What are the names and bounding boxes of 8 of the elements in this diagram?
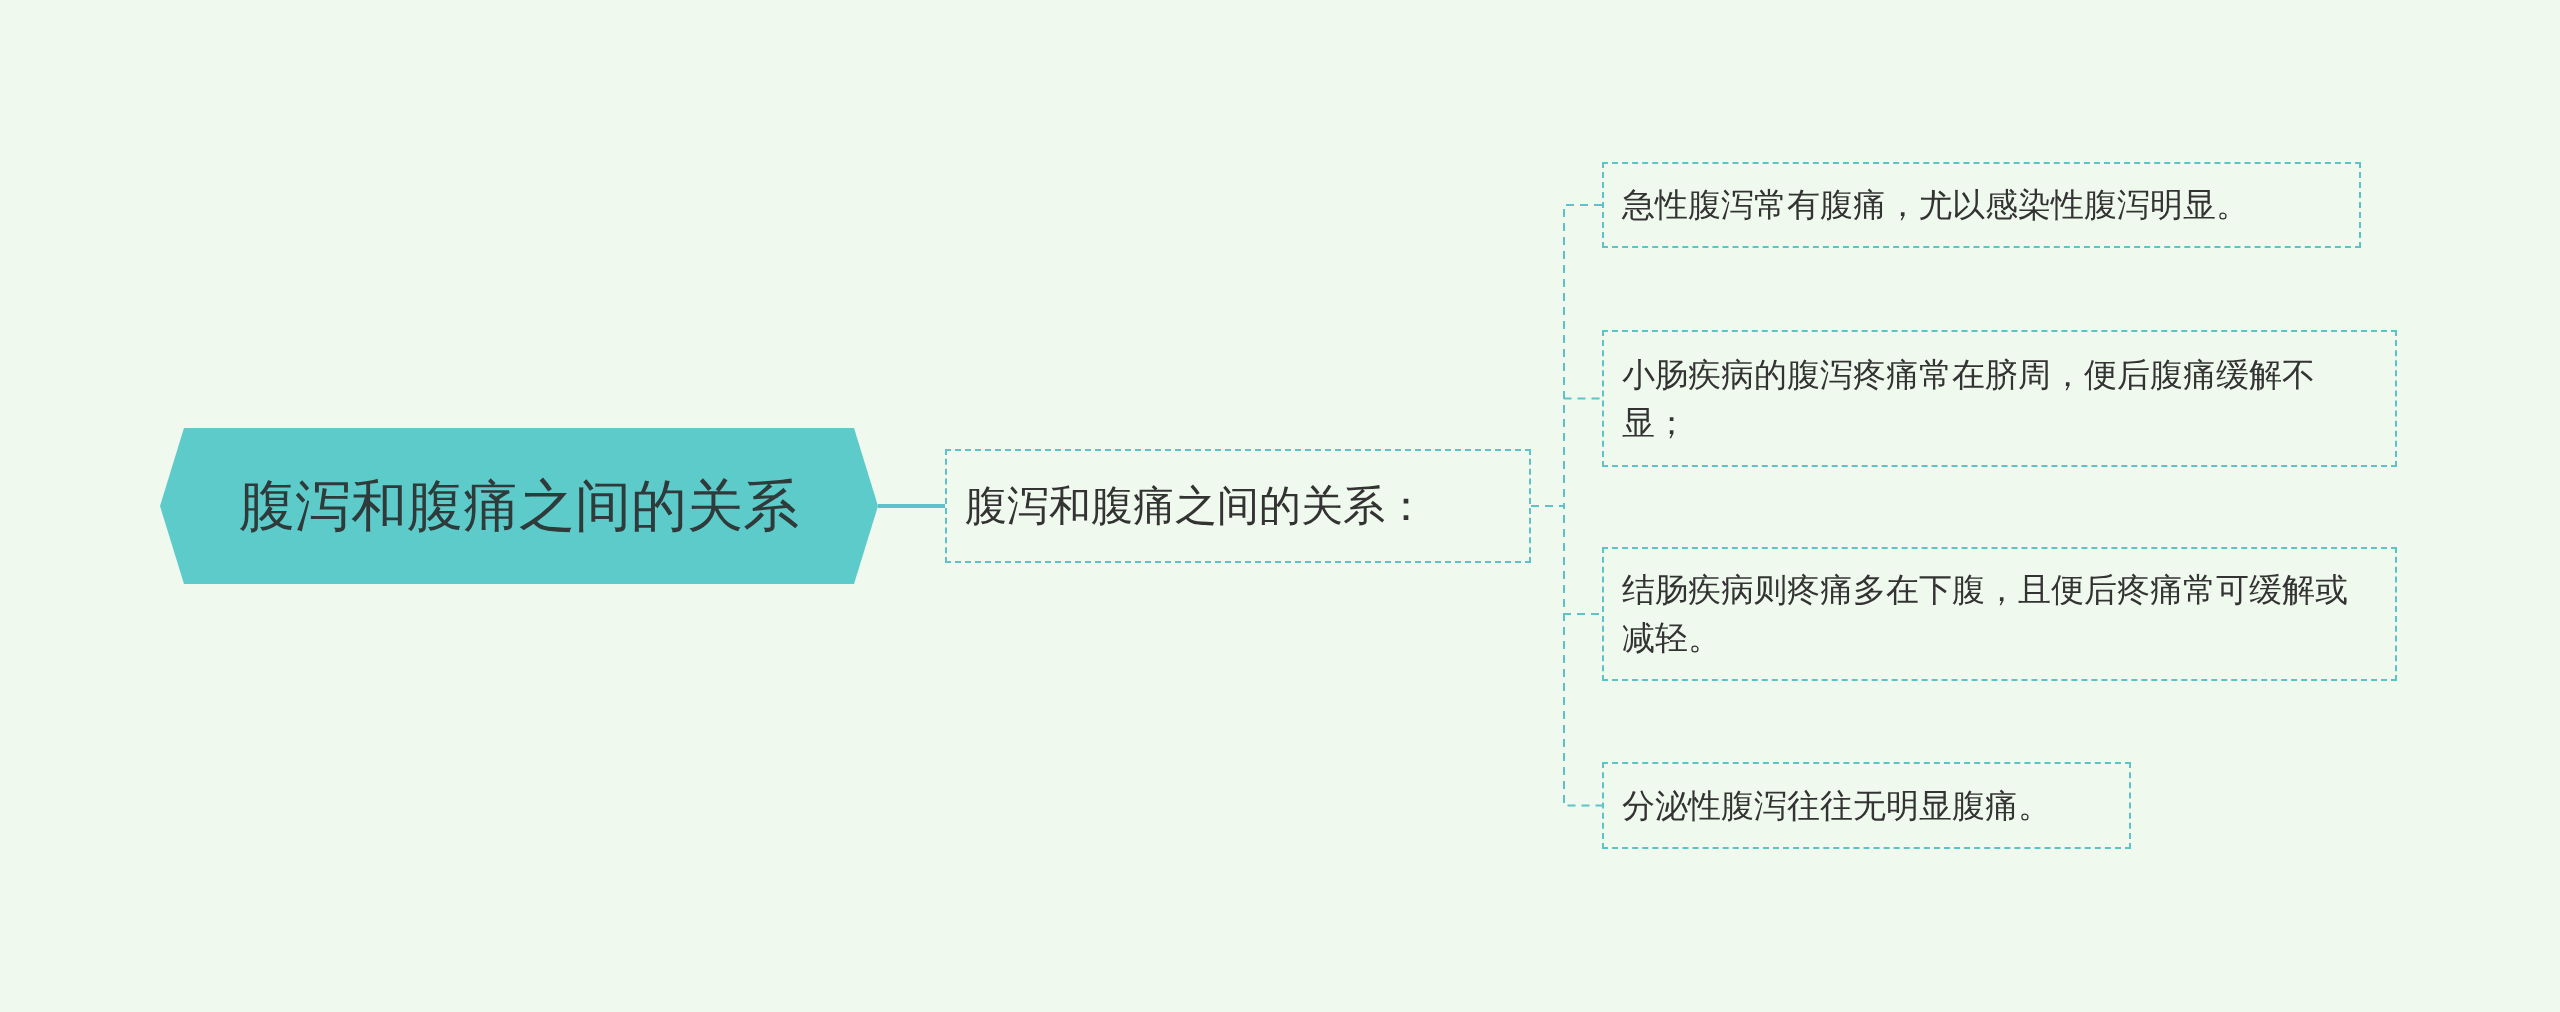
detail-box: 结肠疾病则疼痛多在下腹，且便后疼痛常可缓解或减轻。: [1602, 547, 2397, 681]
detail-box: 急性腹泻常有腹痛，尤以感染性腹泻明显。: [1602, 162, 2361, 248]
detail-box: 小肠疾病的腹泻疼痛常在脐周，便后腹痛缓解不显；: [1602, 330, 2397, 467]
subtopic-box: 腹泻和腹痛之间的关系：: [945, 449, 1531, 563]
connector: [878, 504, 945, 508]
connector: [1530, 505, 1603, 807]
topic-hexagon: 腹泻和腹痛之间的关系: [160, 428, 878, 584]
detail-box: 分泌性腹泻往往无明显腹痛。: [1602, 762, 2131, 849]
